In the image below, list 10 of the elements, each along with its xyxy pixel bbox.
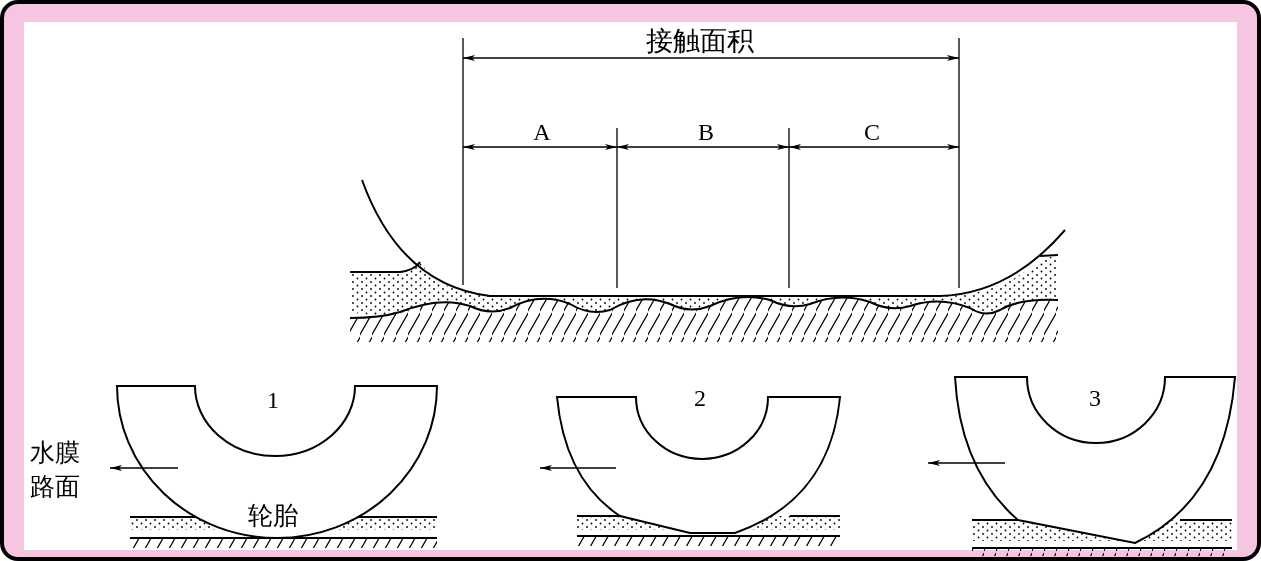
figure-number: 3 [1089, 386, 1101, 410]
layer-label: 水膜 [30, 439, 80, 465]
zone-label: B [698, 120, 714, 144]
zone-label: A [533, 120, 551, 144]
layer-label: 路面 [30, 473, 80, 499]
part-label: 轮胎 [248, 502, 298, 528]
figure-number: 2 [694, 386, 706, 410]
figure-number: 1 [267, 388, 279, 412]
dimension-label: 接触面积 [646, 26, 754, 54]
zone-label: C [864, 120, 880, 144]
